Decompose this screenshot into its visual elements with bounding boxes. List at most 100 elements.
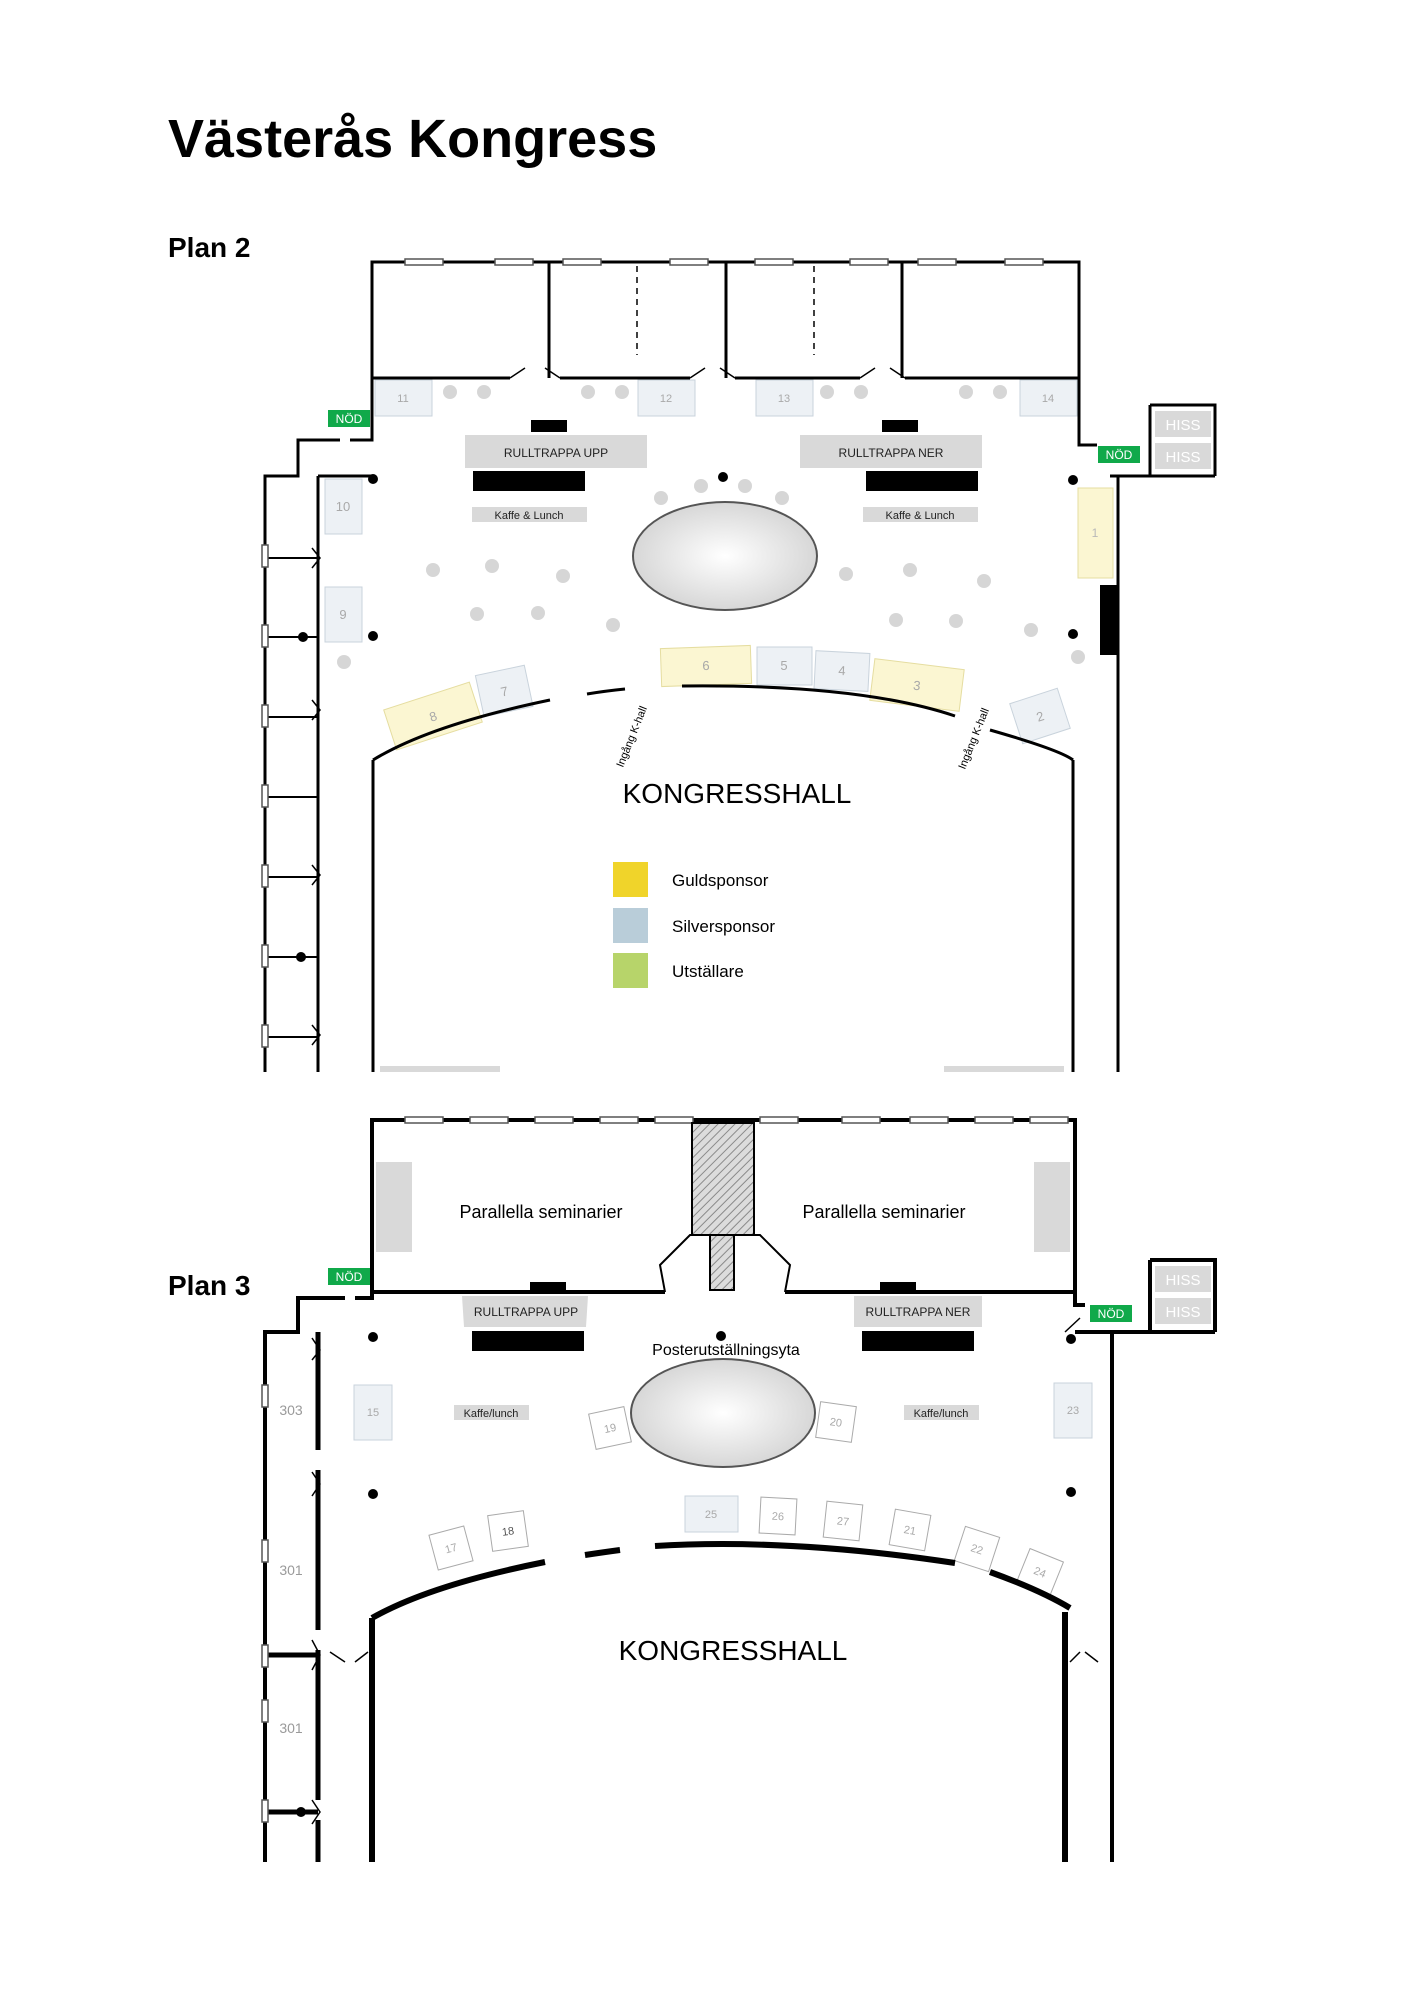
legend-label-silver: Silversponsor <box>672 917 775 936</box>
plan3-seminar-walls <box>370 1118 1077 1294</box>
plan2-booth-5[interactable]: 5 <box>756 646 813 686</box>
legend: Guldsponsor Silversponsor Utställare <box>613 862 775 988</box>
plan2-booth-6[interactable]: 6 <box>659 644 753 688</box>
escalator-label: RULLTRAPPA NER <box>866 1305 971 1319</box>
plan3-seminar-screen-left <box>376 1162 412 1252</box>
booth-number: 23 <box>1067 1405 1079 1417</box>
plan2-booth-2[interactable]: 2 <box>1009 687 1071 745</box>
plan3-booth-22[interactable]: 22 <box>953 1525 1001 1573</box>
booth-number: 10 <box>336 499 350 514</box>
plan3-seminar-left: Parallella seminarier <box>459 1202 622 1222</box>
plan3-booth-21[interactable]: 21 <box>888 1508 932 1552</box>
emergency-label: NÖD <box>336 412 363 426</box>
plan2-booth-4[interactable]: 4 <box>813 650 871 692</box>
plan3-escalator-down: RULLTRAPPA NER <box>854 1282 982 1351</box>
plan3-column <box>296 1807 306 1817</box>
booth-number: 11 <box>397 393 408 405</box>
plan2: NÖD NÖD HISS HISS RULLTRAPPA UPP RULLTRA… <box>261 258 1217 1072</box>
legend-label-exhibitor: Utställare <box>672 962 744 981</box>
plan3-right-walls <box>1073 1258 1217 1862</box>
plan3-poster-area: Posterutställningsyta <box>652 1342 800 1359</box>
plan2-hall-label: KONGRESSHALL <box>623 778 852 809</box>
plan2-left-doors <box>311 547 321 1046</box>
plan2-columns <box>368 472 1078 641</box>
plan3-booth-27[interactable]: 27 <box>822 1500 864 1542</box>
plan2-left-windows <box>261 544 269 1048</box>
booth-number: 13 <box>778 393 790 405</box>
plan3-emergency-right: NÖD <box>1090 1305 1132 1322</box>
plan3-elevators: HISS HISS <box>1155 1266 1211 1324</box>
coffee-label: Kaffe & Lunch <box>495 510 564 522</box>
plan2-left-corridor <box>263 378 374 1072</box>
plan2-central-oval <box>632 501 818 611</box>
plan3-booth-15[interactable]: 15 <box>353 1384 393 1441</box>
plan2-hall-bottom-strips <box>380 1066 1064 1072</box>
elevator-label: HISS <box>1165 1272 1200 1289</box>
plan3-left-doors <box>311 1337 369 1825</box>
plan2-label: Plan 2 <box>168 232 251 263</box>
booth-number: 22 <box>969 1542 984 1557</box>
plan2-booth-7[interactable]: 7 <box>474 664 534 718</box>
plan3-coffee-left: Kaffe/lunch <box>454 1405 529 1420</box>
plan2-booth-3[interactable]: 3 <box>869 658 965 712</box>
plan2-entrance-left: Ingång K-hall <box>615 705 650 770</box>
plan2-booth-10[interactable]: 10 <box>324 478 363 535</box>
plan2-booth-12[interactable]: 12 <box>637 379 696 417</box>
plan2-booth-14[interactable]: 14 <box>1019 379 1078 417</box>
plan3-central-oval <box>630 1358 816 1468</box>
booth-number: 14 <box>1042 393 1054 405</box>
legend-label-gold: Guldsponsor <box>672 871 769 890</box>
plan3-booth-26[interactable]: 26 <box>758 1496 798 1536</box>
plan3-booth-20[interactable]: 20 <box>815 1401 857 1443</box>
plan3-hall-walls <box>369 1541 1072 1862</box>
plan3-coffee-right: Kaffe/lunch <box>904 1405 979 1420</box>
legend-swatch-gold <box>613 862 648 897</box>
plan2-column <box>298 632 308 642</box>
plan3-room-303: 303 <box>279 1402 303 1418</box>
plan2-column <box>296 952 306 962</box>
booth-number: 5 <box>780 658 787 673</box>
plan3-emergency-left: NÖD <box>328 1268 370 1285</box>
plan2-booth-1[interactable]: 1 <box>1077 487 1114 579</box>
booth-number: 7 <box>499 683 509 699</box>
plan2-room-dividers <box>636 266 815 355</box>
plan3-columns <box>368 1331 1076 1499</box>
plan2-tables <box>337 385 1085 669</box>
booth-number: 12 <box>660 393 672 405</box>
booth-number: 24 <box>1032 1565 1048 1581</box>
plan2-elevators: HISS HISS <box>1155 411 1211 469</box>
plan3-seminar-entry <box>658 1234 792 1293</box>
plan3-seminar-windows <box>404 1116 1069 1124</box>
plan3-booth-24[interactable]: 24 <box>1015 1547 1065 1597</box>
elevator-label: HISS <box>1165 1304 1200 1321</box>
plan3-hall-label: KONGRESSHALL <box>619 1635 848 1666</box>
plan2-booth-13[interactable]: 13 <box>755 379 814 417</box>
booth-number: 19 <box>603 1422 617 1436</box>
plan2-doors <box>509 367 906 379</box>
plan2-booth-11[interactable]: 11 <box>374 379 433 417</box>
plan3-booth-18[interactable]: 18 <box>487 1510 529 1552</box>
page-title: Västerås Kongress <box>168 109 658 169</box>
coffee-label: Kaffe/lunch <box>464 1408 519 1420</box>
booth-number: 2 <box>1034 708 1046 725</box>
escalator-label: RULLTRAPPA UPP <box>474 1305 578 1319</box>
plan3-booth-25[interactable]: 25 <box>684 1495 739 1533</box>
booth-number: 4 <box>838 663 846 678</box>
elevator-label: HISS <box>1165 417 1200 434</box>
plan2-windows <box>404 258 1044 266</box>
legend-swatch-exhibitor <box>613 953 648 988</box>
emergency-label: NÖD <box>1098 1307 1125 1321</box>
booth-number: 21 <box>903 1524 917 1538</box>
plan3-booth-23[interactable]: 23 <box>1053 1382 1093 1439</box>
booth-number: 18 <box>501 1525 515 1539</box>
plan2-booth-9[interactable]: 9 <box>324 586 363 643</box>
booth-number: 20 <box>829 1416 843 1430</box>
plan3-booth-19[interactable]: 19 <box>588 1406 632 1450</box>
plan2-booth-8[interactable]: 8 <box>383 681 483 751</box>
escalator-label: RULLTRAPPA UPP <box>504 446 608 460</box>
plan2-black-panel <box>1100 585 1118 655</box>
plan3-booth-17[interactable]: 17 <box>428 1525 474 1571</box>
plan2-hall-walls <box>371 684 1075 1072</box>
escalator-label: RULLTRAPPA NER <box>839 446 944 460</box>
